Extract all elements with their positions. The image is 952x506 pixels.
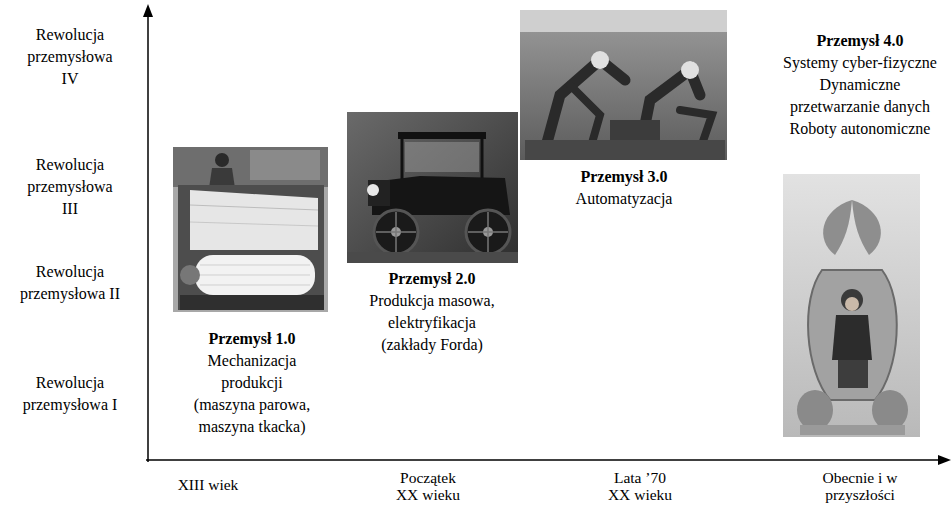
x-axis-arrow <box>938 455 951 465</box>
stage-description: Automatyzacja <box>539 188 709 210</box>
y-axis <box>147 14 149 462</box>
stage-title: Przemysł 2.0 <box>357 268 507 290</box>
stage-description: Roboty autonomiczne <box>775 118 945 140</box>
loom-photo <box>173 147 328 312</box>
era-label: XIII wiek <box>148 476 268 493</box>
robot-chair-photo <box>783 174 920 437</box>
revolution-label: Rewolucja przemysłowa II <box>20 261 120 305</box>
revolution-label: Rewolucja przemysłowa IV <box>20 24 120 90</box>
stage-description: Dynamiczne przetwarzanie danych <box>785 74 935 118</box>
revolution-label: Rewolucja przemysłowa III <box>20 154 120 220</box>
stage-description: Produkcja masowa, elektryfikacja (zakład… <box>365 290 500 356</box>
stage-title: Przemysł 4.0 <box>775 30 945 52</box>
axes <box>143 4 951 465</box>
revolution-label: Rewolucja przemysłowa I <box>20 372 120 416</box>
stage-description: Systemy cyber-fizyczne <box>775 52 945 74</box>
x-axis <box>146 459 940 461</box>
era-label: Początek XX wieku <box>388 469 468 503</box>
car-photo <box>347 112 518 263</box>
era-label: Obecnie i w przyszłości <box>810 469 910 503</box>
stage-description: Mechanizacja produkcji (maszyna parowa, … <box>192 350 313 438</box>
stage-title: Przemysł 3.0 <box>539 166 709 188</box>
y-axis-arrow <box>143 4 153 17</box>
robots-photo <box>520 10 727 160</box>
era-label: Lata ’70 XX wieku <box>604 469 676 503</box>
stage-title: Przemysł 1.0 <box>182 328 322 350</box>
